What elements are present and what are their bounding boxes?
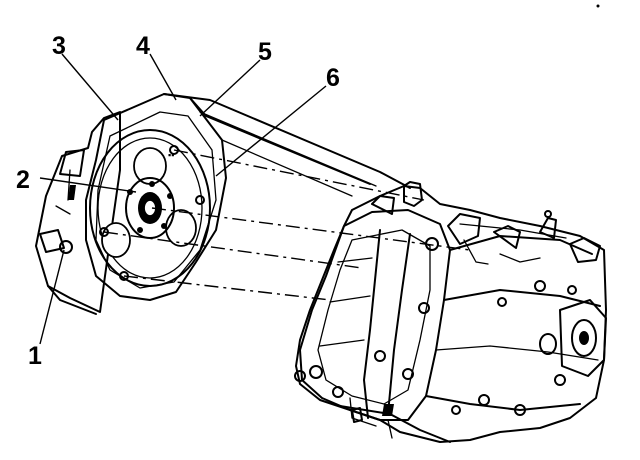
callout-labels: 3 4 5 6 2 1: [16, 32, 340, 370]
callout-leaders: [39, 53, 327, 345]
leader-6: [215, 85, 327, 177]
speck: [596, 4, 600, 8]
callout-1: 1: [28, 342, 42, 370]
svg-text:▪▪: ▪▪: [168, 150, 174, 160]
flexplate: ▪▪: [85, 93, 227, 301]
engine-block: [35, 111, 121, 315]
leader-1: [39, 249, 65, 345]
callout-5: 5: [258, 38, 272, 66]
leader-3: [61, 53, 119, 121]
leader-2: [39, 177, 137, 193]
transmission-case: [294, 181, 607, 443]
callout-6: 6: [326, 64, 340, 92]
callout-2: 2: [16, 166, 30, 194]
callout-4: 4: [136, 32, 150, 60]
alignment-lines: [103, 149, 471, 301]
bellhousing-extension: [163, 93, 411, 197]
leader-4: [149, 53, 177, 101]
callout-3: 3: [52, 32, 66, 60]
leader-5: [199, 59, 261, 117]
